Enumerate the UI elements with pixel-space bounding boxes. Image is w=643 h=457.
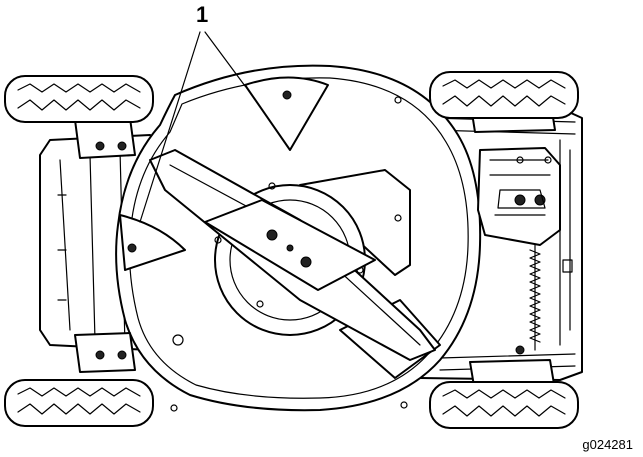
wheel-front-left xyxy=(4,75,154,123)
wheel-front-right xyxy=(429,71,579,119)
wheel-rear-right xyxy=(429,381,579,429)
cutting-blade xyxy=(149,149,436,361)
callout-number: 1 xyxy=(196,2,209,27)
wheel-rear-left xyxy=(4,379,154,427)
air-lifts xyxy=(119,76,329,271)
transmission xyxy=(477,147,561,246)
drive-belt-spring xyxy=(529,244,541,351)
figure-id: g024281 xyxy=(582,437,633,452)
callout-leader-lines xyxy=(139,31,246,223)
